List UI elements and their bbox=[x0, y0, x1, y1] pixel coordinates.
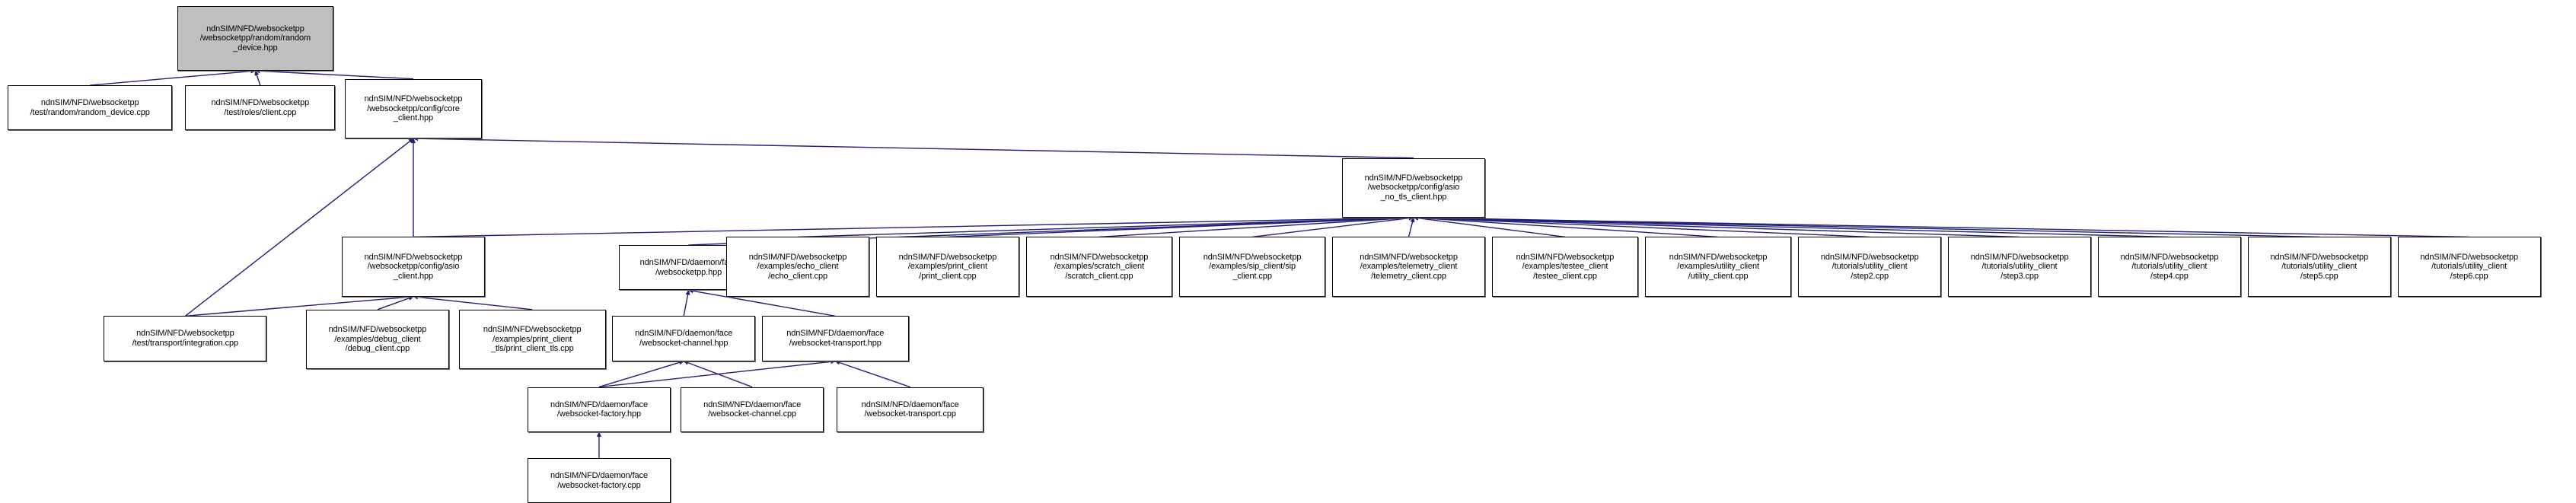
graph-node-label: ndnSIM/NFD/websocketpp /tutorials/utilit… bbox=[2420, 252, 2518, 281]
graph-node[interactable]: ndnSIM/NFD/daemon/face /websocket-factor… bbox=[527, 387, 671, 432]
graph-node[interactable]: ndnSIM/NFD/websocketpp /examples/print_c… bbox=[458, 309, 606, 370]
graph-node[interactable]: ndnSIM/NFD/websocketpp /tutorials/utilit… bbox=[2097, 237, 2242, 297]
graph-node-label: ndnSIM/NFD/websocketpp /tutorials/utilit… bbox=[2120, 252, 2219, 281]
graph-node[interactable]: ndnSIM/NFD/websocketpp /tutorials/utilit… bbox=[2247, 237, 2391, 297]
graph-edge bbox=[798, 215, 1414, 238]
graph-node[interactable]: ndnSIM/NFD/websocketpp /test/random/rand… bbox=[8, 85, 173, 131]
graph-node[interactable]: ndnSIM/NFD/websocketpp /examples/sip_cli… bbox=[1178, 237, 1326, 297]
graph-edge bbox=[1412, 215, 2469, 238]
graph-edge bbox=[1412, 215, 2319, 238]
graph-node[interactable]: ndnSIM/NFD/websocketpp /websocketpp/conf… bbox=[1341, 158, 1486, 218]
graph-edge bbox=[413, 136, 1414, 159]
graph-edge bbox=[947, 215, 1414, 238]
graph-node-label: ndnSIM/NFD/websocketpp /examples/utility… bbox=[1669, 252, 1768, 281]
graph-edge bbox=[683, 289, 690, 317]
graph-edge bbox=[254, 70, 261, 86]
graph-edge bbox=[598, 360, 685, 388]
graph-edge bbox=[1412, 215, 2170, 238]
graph-node-label: ndnSIM/NFD/websocketpp /examples/sip_cli… bbox=[1203, 252, 1302, 281]
graph-edge bbox=[598, 359, 837, 388]
graph-node[interactable]: ndnSIM/NFD/websocketpp /examples/scratch… bbox=[1025, 237, 1173, 297]
graph-edge bbox=[1408, 216, 1415, 237]
graph-node-label: ndnSIM/NFD/websocketpp /examples/debug_c… bbox=[328, 325, 427, 354]
graph-node-label: ndnSIM/NFD/websocketpp /examples/print_c… bbox=[483, 325, 582, 354]
graph-node-label: ndnSIM/NFD/websocketpp /examples/telemet… bbox=[1360, 252, 1458, 281]
graph-edge bbox=[1412, 215, 1719, 238]
graph-node[interactable]: ndnSIM/NFD/websocketpp /tutorials/utilit… bbox=[1798, 237, 1942, 297]
graph-edge bbox=[377, 296, 414, 310]
graph-node-label: ndnSIM/NFD/websocketpp /websocketpp/rand… bbox=[199, 24, 311, 53]
graph-node-label: ndnSIM/NFD/daemon/face /websocket-factor… bbox=[550, 471, 648, 490]
graph-node-label: ndnSIM/NFD/websocketpp /test/transport/i… bbox=[132, 329, 239, 348]
graph-node-label: ndnSIM/NFD/websocketpp /examples/scratch… bbox=[1050, 252, 1149, 281]
graph-edge bbox=[683, 360, 753, 388]
graph-node-label: ndnSIM/NFD/websocketpp /tutorials/utilit… bbox=[1820, 252, 1919, 281]
graph-node[interactable]: ndnSIM/NFD/websocketpp /websocketpp/rand… bbox=[177, 6, 334, 72]
graph-node[interactable]: ndnSIM/NFD/websocketpp /test/transport/i… bbox=[104, 316, 267, 361]
graph-node-label: ndnSIM/NFD/websocketpp /test/roles/clien… bbox=[211, 98, 310, 117]
graph-edge bbox=[413, 294, 533, 310]
graph-node-label: ndnSIM/NFD/daemon/face /websocketpp.hpp bbox=[639, 258, 738, 277]
graph-node[interactable]: ndnSIM/NFD/websocketpp /tutorials/utilit… bbox=[1947, 237, 2092, 297]
graph-node[interactable]: ndnSIM/NFD/websocketpp /websocketpp/conf… bbox=[345, 78, 482, 139]
graph-node[interactable]: ndnSIM/NFD/websocketpp /examples/print_c… bbox=[875, 237, 1020, 297]
graph-node-label: ndnSIM/NFD/websocketpp /examples/print_c… bbox=[898, 252, 997, 281]
graph-edge bbox=[1412, 215, 1870, 238]
graph-node[interactable]: ndnSIM/NFD/daemon/face /websocket-factor… bbox=[527, 457, 671, 503]
graph-node[interactable]: ndnSIM/NFD/daemon/face /websocket-channe… bbox=[680, 387, 824, 432]
graph-node-label: ndnSIM/NFD/websocketpp /websocketpp/conf… bbox=[364, 94, 463, 123]
graph-node-label: ndnSIM/NFD/daemon/face /websocket-factor… bbox=[550, 400, 648, 419]
graph-edge bbox=[1412, 215, 2020, 238]
graph-node-label: ndnSIM/NFD/websocketpp /examples/echo_cl… bbox=[748, 252, 847, 281]
graph-node[interactable]: ndnSIM/NFD/websocketpp /examples/debug_c… bbox=[305, 309, 450, 370]
graph-edge bbox=[1412, 215, 1566, 238]
graph-node[interactable]: ndnSIM/NFD/websocketpp /examples/testee_… bbox=[1491, 237, 1639, 297]
graph-edge bbox=[90, 68, 257, 86]
graph-edge bbox=[1252, 215, 1414, 238]
graph-node[interactable]: ndnSIM/NFD/daemon/face /websocket-transp… bbox=[761, 316, 909, 361]
graph-node[interactable]: ndnSIM/NFD/websocketpp /test/roles/clien… bbox=[185, 85, 336, 131]
graph-node-label: ndnSIM/NFD/websocketpp /tutorials/utilit… bbox=[1970, 252, 2069, 281]
graph-edge bbox=[254, 68, 414, 80]
graph-node-label: ndnSIM/NFD/websocketpp /websocketpp/conf… bbox=[364, 252, 463, 281]
graph-node-label: ndnSIM/NFD/daemon/face /websocket-channe… bbox=[635, 329, 733, 348]
graph-node[interactable]: ndnSIM/NFD/websocketpp /websocketpp/conf… bbox=[341, 237, 486, 297]
graph-node-label: ndnSIM/NFD/daemon/face /websocket-channe… bbox=[703, 400, 802, 419]
graph-node-label: ndnSIM/NFD/daemon/face /websocket-transp… bbox=[786, 329, 885, 348]
graph-node-label: ndnSIM/NFD/websocketpp /test/random/rand… bbox=[30, 98, 150, 117]
graph-node[interactable]: ndnSIM/NFD/websocketpp /examples/telemet… bbox=[1331, 237, 1486, 297]
graph-node-label: ndnSIM/NFD/websocketpp /tutorials/utilit… bbox=[2270, 252, 2369, 281]
graph-node[interactable]: ndnSIM/NFD/websocketpp /examples/echo_cl… bbox=[725, 237, 870, 297]
graph-node-label: ndnSIM/NFD/daemon/face /websocket-transp… bbox=[861, 400, 959, 419]
graph-node-label: ndnSIM/NFD/websocketpp /examples/testee_… bbox=[1516, 252, 1615, 281]
graph-node[interactable]: ndnSIM/NFD/daemon/face /websocket-channe… bbox=[612, 316, 756, 361]
graph-edge bbox=[1098, 215, 1414, 238]
graph-node[interactable]: ndnSIM/NFD/websocketpp /examples/utility… bbox=[1644, 237, 1792, 297]
graph-edge bbox=[834, 360, 910, 388]
graph-edge bbox=[413, 215, 1414, 238]
graph-node-label: ndnSIM/NFD/websocketpp /websocketpp/conf… bbox=[1364, 173, 1463, 202]
graph-node[interactable]: ndnSIM/NFD/daemon/face /websocket-transp… bbox=[837, 387, 984, 432]
graph-node[interactable]: ndnSIM/NFD/websocketpp /tutorials/utilit… bbox=[2397, 237, 2541, 297]
